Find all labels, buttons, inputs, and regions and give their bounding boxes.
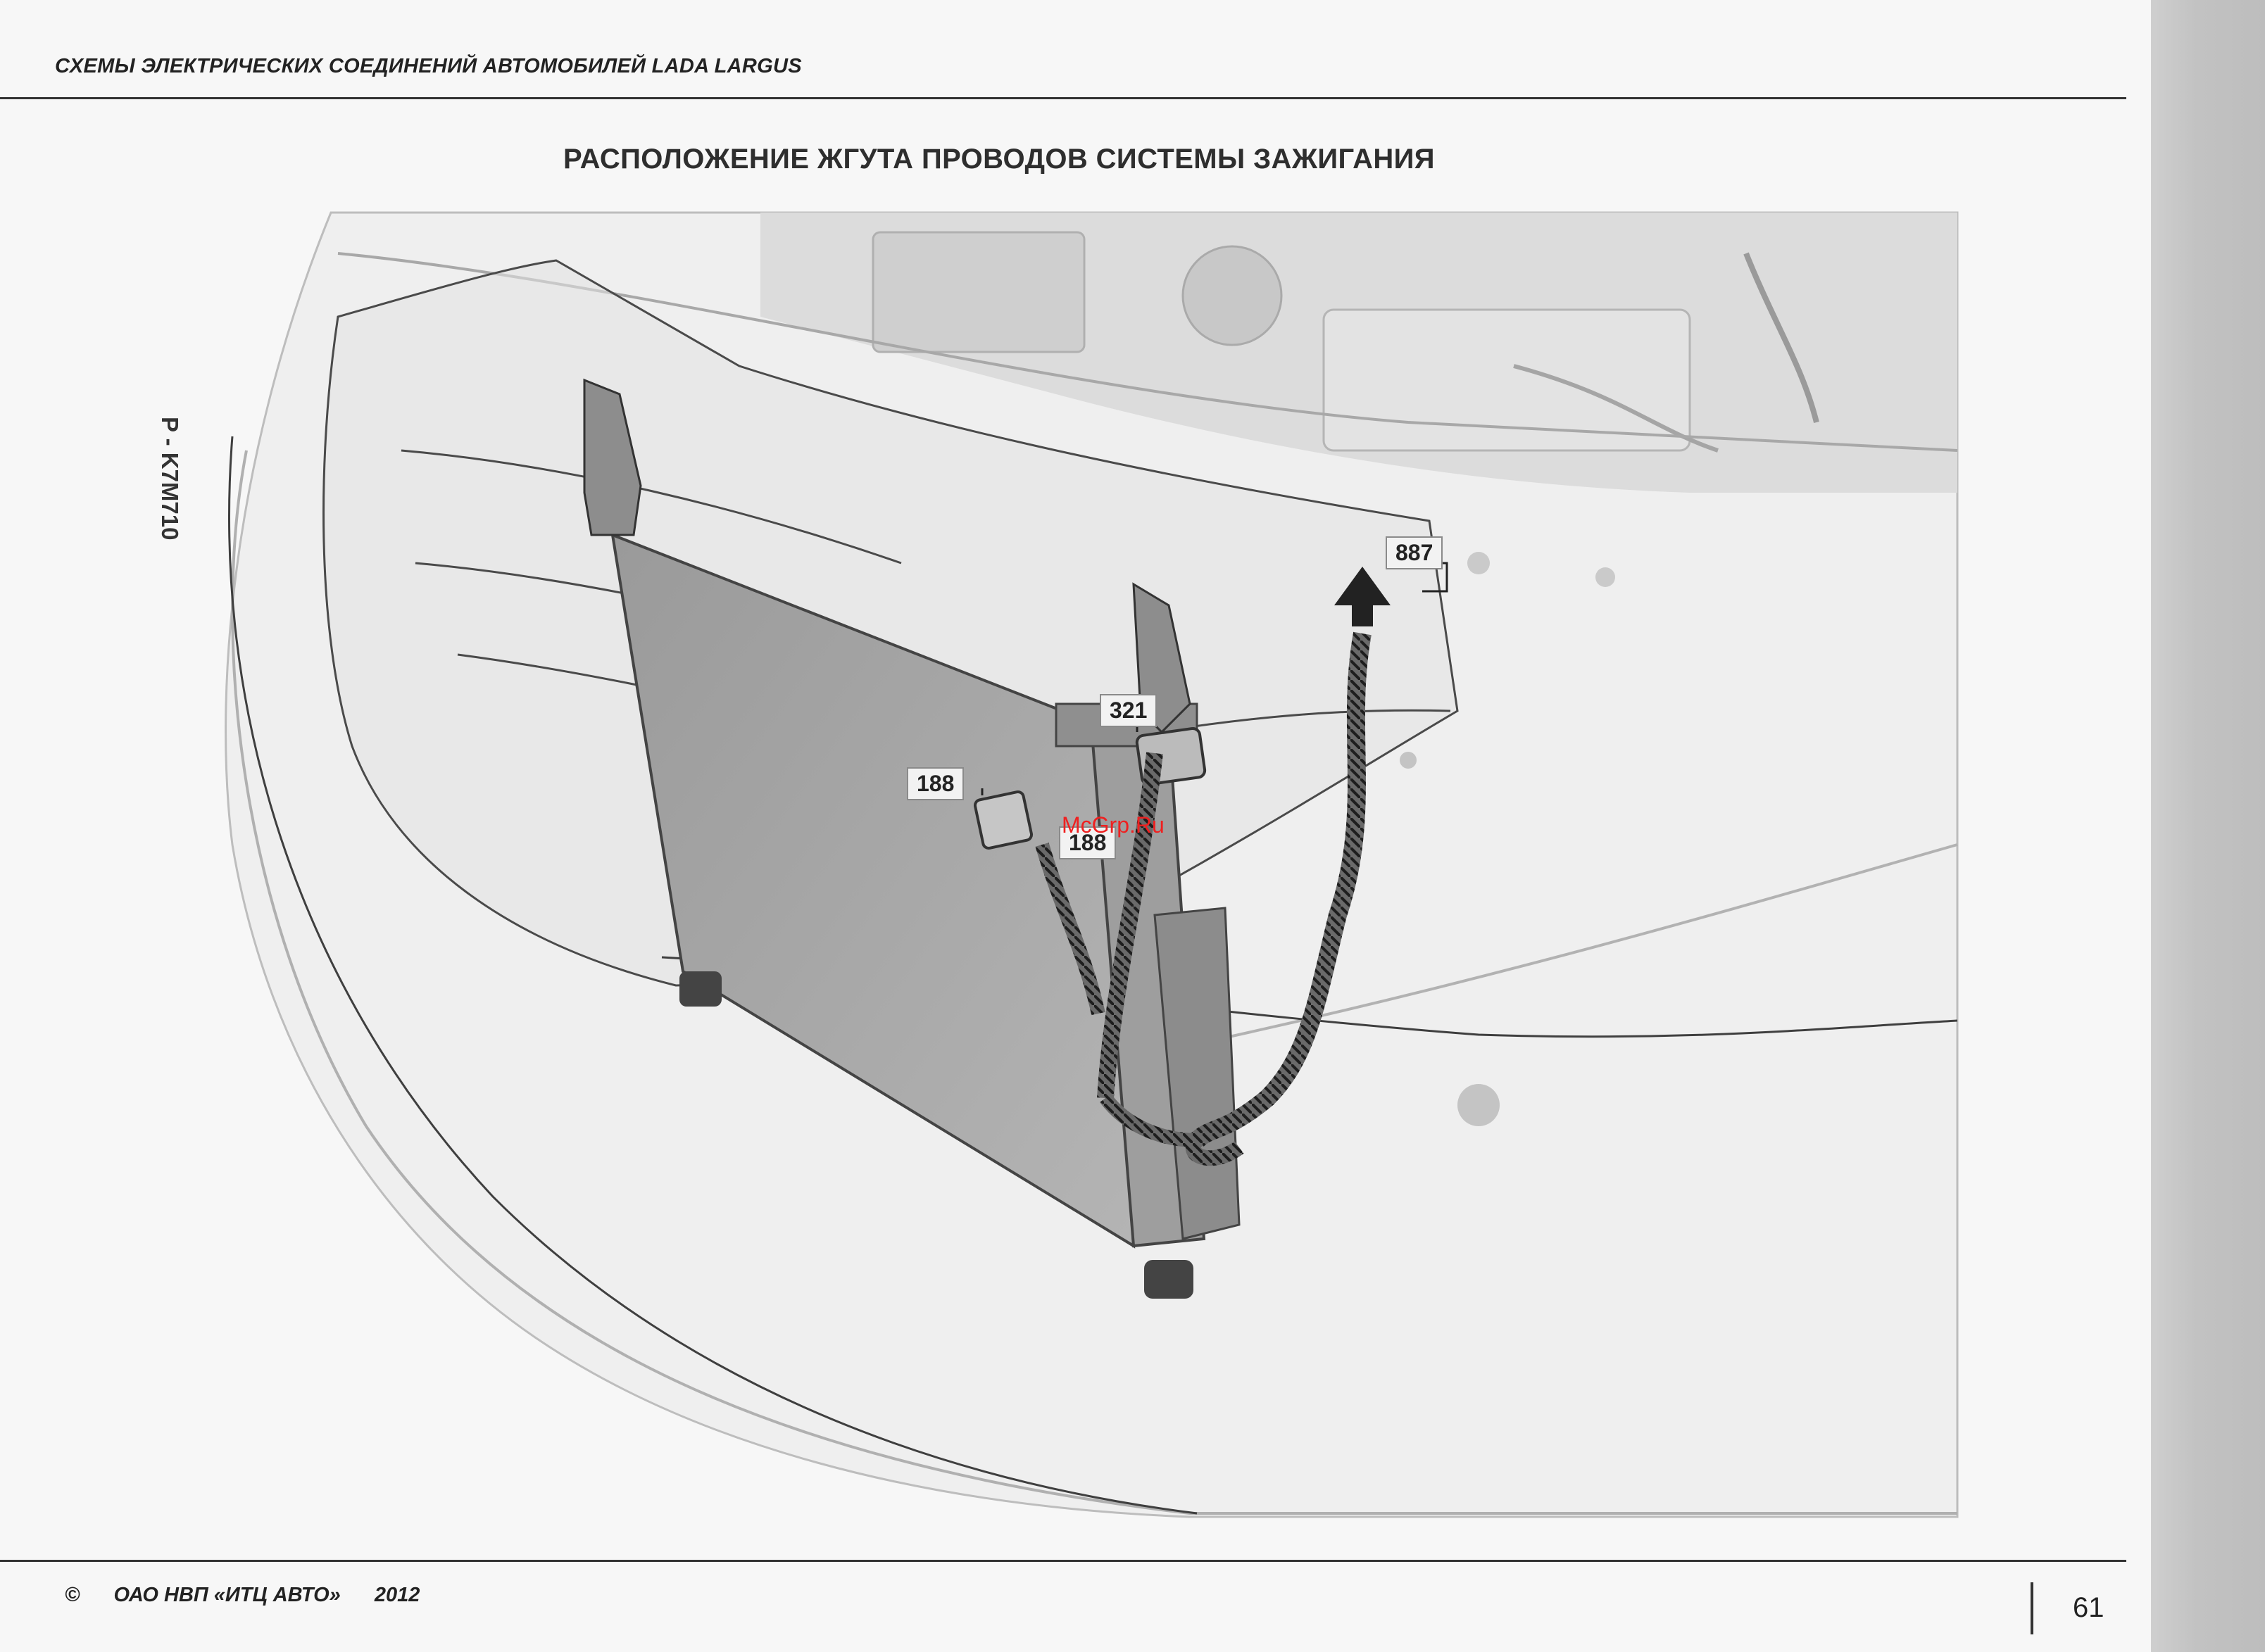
footer-copyright: © ОАО НВП «ИТЦ АВТО» 2012 bbox=[65, 1584, 448, 1607]
page-number-separator bbox=[2031, 1582, 2033, 1634]
page-number: 61 bbox=[2073, 1592, 2104, 1624]
watermark: McGrp.Ru bbox=[1062, 812, 1165, 838]
copyright-symbol: © bbox=[65, 1584, 80, 1606]
callout-188-left: 188 bbox=[907, 767, 964, 800]
footer-rule bbox=[0, 1560, 2126, 1562]
callout-887: 887 bbox=[1386, 536, 1443, 569]
publication-year: 2012 bbox=[375, 1584, 420, 1606]
publisher-name: ОАО НВП «ИТЦ АВТО» bbox=[113, 1584, 340, 1606]
callout-321: 321 bbox=[1100, 694, 1157, 727]
